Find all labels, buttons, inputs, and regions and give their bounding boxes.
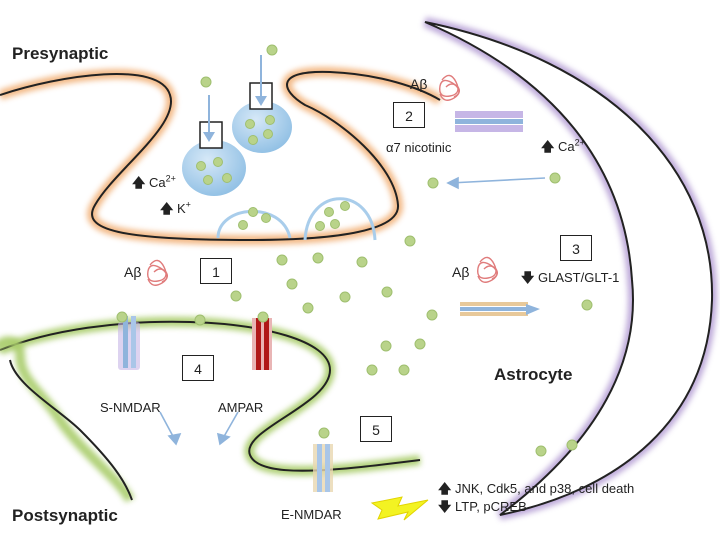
presynaptic-calcium-label: 🡅 Ca2+ [132, 173, 176, 191]
potassium-text: K [177, 201, 186, 216]
glast-text: GLAST/GLT-1 [538, 270, 620, 285]
postsynaptic-label: Postsynaptic [12, 506, 118, 525]
step-box-1: 1 [200, 258, 232, 284]
calcium-charge: 2+ [165, 173, 176, 184]
abeta-aggregate-icon [147, 259, 169, 286]
abeta-aggregate-icon [439, 74, 461, 101]
calcium-charge: 2+ [574, 137, 585, 148]
s-nmdar-label: S-NMDAR [100, 400, 161, 415]
glast-transporter [460, 302, 540, 316]
glast-label: 🡇 GLAST/GLT-1 [521, 270, 619, 286]
vesicle-upper [232, 55, 292, 153]
up-arrow-icon: 🡅 [438, 481, 452, 496]
postsynaptic-membrane [0, 316, 421, 503]
vesicle-lower [182, 95, 246, 196]
ampar-receptor [252, 318, 272, 370]
astrocyte-membrane [423, 17, 718, 520]
s-nmdar-receptor [118, 316, 140, 370]
flow-arrows [159, 176, 546, 446]
fusing-vesicle-arc [303, 197, 377, 241]
outcome-down-label: 🡇 LTP, pCREB [438, 499, 527, 515]
ampar-label: AMPAR [218, 400, 264, 415]
astrocyte-label: Astrocyte [494, 365, 573, 384]
abeta-label: Aβ [124, 264, 142, 280]
step-box-2: 2 [393, 102, 425, 128]
outcome-up-label: 🡅 JNK, Cdk5, and p38, cell death [438, 481, 634, 497]
presynaptic-label: Presynaptic [12, 44, 109, 63]
alpha7-nicotinic-receptor [455, 111, 523, 132]
down-arrow-icon: 🡇 [521, 270, 535, 285]
outcome-down-text: LTP, pCREB [455, 499, 527, 514]
down-arrow-icon: 🡇 [438, 499, 452, 514]
a7-nicotinic-label: α7 nicotinic [386, 140, 452, 155]
glutamate-molecules [116, 44, 593, 457]
up-arrow-icon: 🡅 [132, 175, 146, 190]
abeta-aggregate-icon [477, 256, 499, 283]
e-nmdar-receptor [313, 444, 333, 492]
lightning-icon [370, 496, 429, 521]
up-arrow-icon: 🡅 [541, 139, 555, 154]
calcium-text: Ca [558, 139, 575, 154]
step-box-5: 5 [360, 416, 392, 442]
presynaptic-membrane [0, 66, 443, 246]
outcome-up-text: JNK, Cdk5, and p38, cell death [455, 481, 635, 496]
step-box-4: 4 [182, 355, 214, 381]
abeta-label: Aβ [452, 264, 470, 280]
potassium-charge: + [185, 199, 191, 210]
abeta-label: Aβ [410, 76, 428, 92]
step-box-3: 3 [560, 235, 592, 261]
e-nmdar-label: E-NMDAR [281, 507, 342, 522]
up-arrow-icon: 🡅 [160, 201, 174, 216]
calcium-text: Ca [149, 175, 166, 190]
potassium-label: 🡅 K+ [160, 199, 191, 217]
astrocyte-calcium-label: 🡅 Ca2+ [541, 137, 585, 155]
